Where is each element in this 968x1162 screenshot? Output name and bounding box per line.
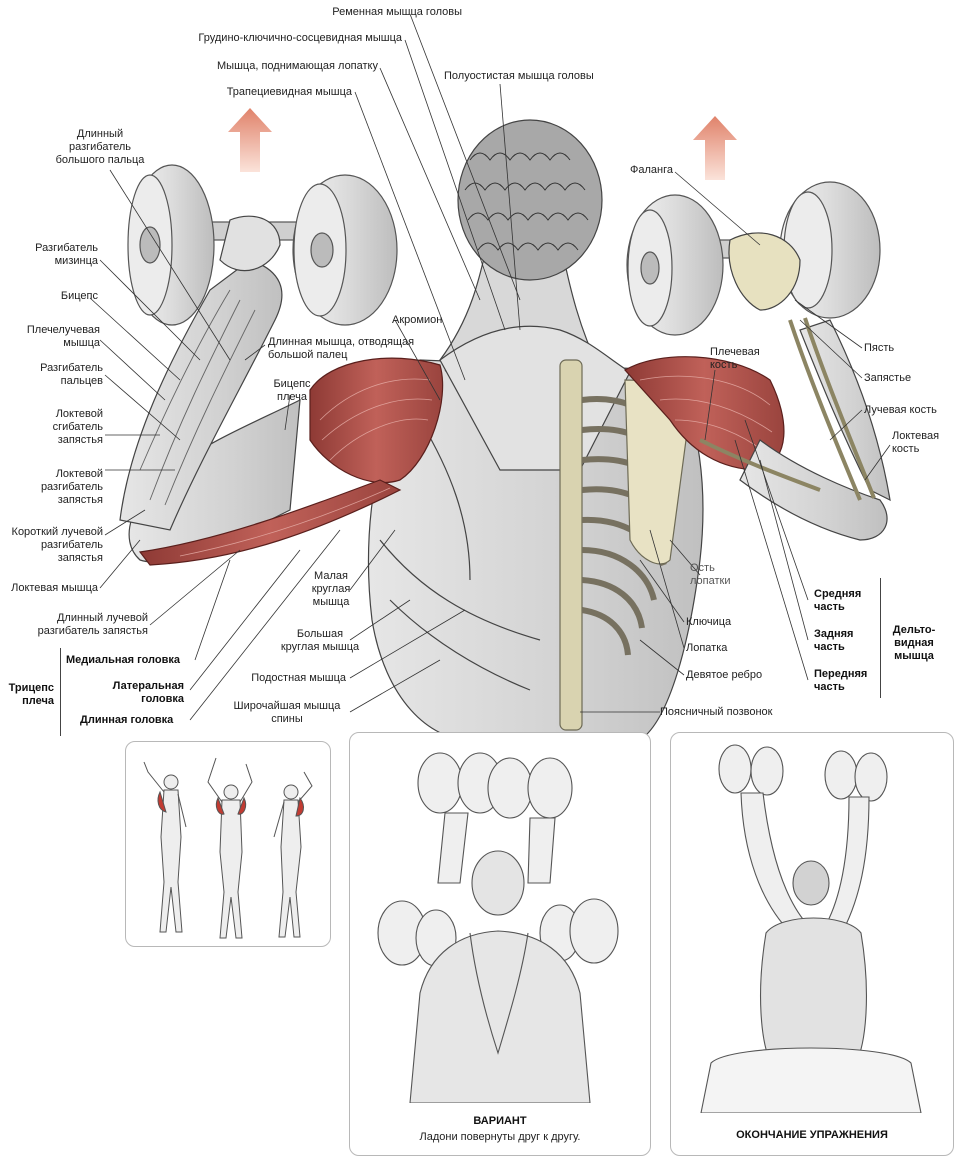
up-arrow-icon-left <box>228 108 272 172</box>
label-acromion: Акромион <box>392 314 443 326</box>
right-deltoid <box>624 356 785 471</box>
label-abductor-pollicis-longus: Длинная мышца, отводящая большой палец <box>268 336 415 361</box>
label-radius: Лучевая кость <box>864 404 937 416</box>
label-extensor-digitorum: Разгибатель пальцев <box>40 362 103 387</box>
variant-title: ВАРИАНТ <box>473 1115 527 1127</box>
anatomy-illustration <box>89 13 891 740</box>
label-semispinalis-capitis: Полуостистая мышца головы <box>444 70 594 82</box>
variant-subtitle: Ладони повернуты друг к другу. <box>419 1131 581 1143</box>
label-sternocleidomastoid: Грудино-ключично-сосцевидная мышца <box>198 32 402 44</box>
label-medial-head: Медиальная головка <box>66 654 180 666</box>
label-teres-major: Большая круглая мышца <box>280 628 360 653</box>
label-infraspinatus: Подостная мышца <box>251 672 346 684</box>
right-arm <box>699 232 891 541</box>
label-scapula: Лопатка <box>686 642 728 654</box>
label-phalanx: Фаланга <box>630 164 673 176</box>
label-extensor-carpi-radialis-longus: Длинный лучевой разгибатель запястья <box>37 612 148 637</box>
label-deltoid-posterior: Задняя часть <box>814 628 854 653</box>
label-ninth-rib: Девятое ребро <box>686 669 763 681</box>
panel-end-of-exercise: ОКОНЧАНИЕ УПРАЖНЕНИЯ <box>670 732 954 1156</box>
left-arm <box>119 215 301 563</box>
label-deltoid-middle: Средняя часть <box>814 588 862 613</box>
label-extensor-pollicis-longus: Длинный разгибатель большого пальца <box>55 128 145 166</box>
label-levator-scapulae: Мышца, поднимающая лопатку <box>217 60 378 72</box>
label-splenius-capitis: Ременная мышца головы <box>332 6 462 18</box>
label-ulna: Локтевая кость <box>892 430 940 455</box>
label-brachioradialis: Плечелучевая мышца <box>26 324 100 349</box>
label-teres-minor: Малая круглая мышца <box>311 570 351 608</box>
label-triceps: Трицепс плеча <box>8 682 54 707</box>
label-biceps-brachii: Бицепс плеча <box>273 378 311 403</box>
label-anconeus: Локтевая мышца <box>11 582 98 594</box>
deltoid-bracket <box>880 578 881 698</box>
panel-muscle-highlight-figures <box>125 741 331 947</box>
label-humerus: Плечевая кость <box>710 346 760 371</box>
label-long-head: Длинная головка <box>80 714 174 726</box>
triceps-bracket <box>60 648 61 736</box>
label-wrist: Запястье <box>864 372 912 384</box>
up-arrow-icon-right <box>693 116 737 180</box>
end-exercise-illustration <box>700 744 922 1114</box>
end-exercise-title: ОКОНЧАНИЕ УПРАЖНЕНИЯ <box>736 1129 888 1141</box>
label-biceps: Бицепс <box>60 290 98 302</box>
label-extensor-carpi-radialis-brevis: Короткий лучевой разгибатель запястья <box>11 526 103 564</box>
left-dumbbell-icon <box>127 164 398 326</box>
label-latissimus-dorsi: Широчайшая мышца спины <box>233 700 341 725</box>
label-trapezius: Трапециевидная мышца <box>226 86 352 98</box>
label-extensor-digiti-minimi: Разгибатель мизинца <box>35 242 98 267</box>
label-clavicle: Ключица <box>686 616 732 628</box>
label-lumbar-vertebra: Поясничный позвонок <box>660 706 773 718</box>
label-deltoid-anterior: Передняя часть <box>814 668 868 693</box>
left-deltoid-triceps <box>138 357 444 566</box>
muscle-figures-illustration <box>143 757 313 939</box>
label-extensor-carpi-ulnaris: Локтевой разгибатель запястья <box>40 468 103 506</box>
label-flexor-carpi-ulnaris: Локтевой сгибатель запястья <box>52 408 103 446</box>
label-metacarpus: Пясть <box>864 342 895 354</box>
label-deltoid: Дельто- видная мышца <box>892 624 936 662</box>
variant-illustration <box>377 752 619 1104</box>
label-scapular-spine: Ость лопатки <box>690 562 731 587</box>
label-lateral-head: Латеральная головка <box>112 680 184 705</box>
leader-lines <box>89 13 891 721</box>
panel-variant: ВАРИАНТ Ладони повернуты друг к другу. <box>349 732 651 1156</box>
